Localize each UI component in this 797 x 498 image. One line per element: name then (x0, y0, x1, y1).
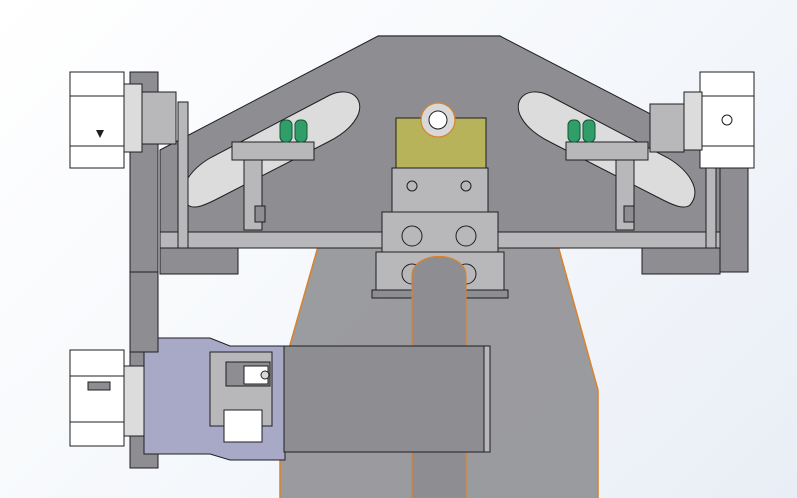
left-spool-body (69, 71, 125, 169)
left-hanger-bracket[interactable] (231, 141, 315, 231)
left-spool-clamp (141, 91, 177, 145)
center-hole-2 (455, 225, 477, 247)
green-indicators-left (279, 119, 308, 143)
motor-end-cap (483, 345, 491, 453)
right-spool-clamp (649, 103, 685, 153)
right-post-clip (623, 205, 635, 223)
green-cap-4 (582, 119, 596, 143)
upper-hole-right (460, 180, 472, 192)
left-foot (159, 247, 239, 275)
left-spool-hub (123, 83, 143, 153)
left-plate (231, 141, 315, 161)
pulley-wheel-inner (428, 110, 448, 130)
green-cap-2 (294, 119, 308, 143)
bottom-spool-key (87, 381, 111, 391)
green-cap-3 (567, 119, 581, 143)
right-spool[interactable] (649, 71, 755, 169)
right-foot (641, 247, 721, 275)
center-hole-1 (401, 225, 423, 247)
right-plate (565, 141, 649, 161)
motor-body (283, 345, 491, 453)
green-indicators-right (567, 119, 596, 143)
left-spool[interactable] (69, 71, 177, 169)
bottom-left-spool[interactable] (69, 349, 145, 447)
motor-bolt (260, 370, 270, 380)
motor-lower-window (223, 409, 263, 443)
vertical-column (129, 271, 159, 353)
left-post-clip (254, 205, 266, 223)
upper-hole-left (406, 180, 418, 192)
right-spool-body (699, 71, 755, 169)
green-cap-1 (279, 119, 293, 143)
upper-block (391, 167, 489, 213)
left-spool-arrow-icon (96, 130, 104, 138)
bottom-spool-body (69, 349, 125, 447)
motor-housing[interactable] (143, 337, 491, 461)
right-spool-screw (721, 114, 733, 126)
left-inner-post (177, 101, 189, 249)
right-hanger-bracket[interactable] (565, 141, 649, 231)
right-spool-hub (683, 91, 703, 151)
bottom-spool-hub (123, 365, 145, 437)
